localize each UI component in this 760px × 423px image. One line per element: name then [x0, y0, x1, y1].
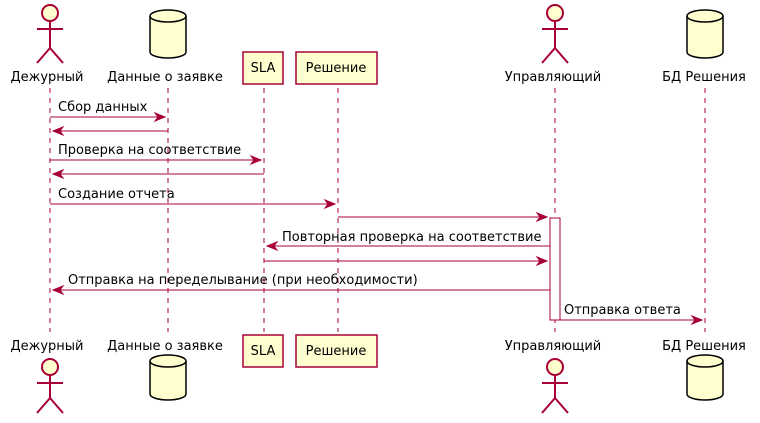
actor-leg-right — [49, 47, 64, 64]
arrowhead-icon — [249, 154, 263, 166]
message-3: Проверка на соответствие — [50, 143, 263, 166]
participant-box — [295, 334, 378, 368]
database-cylinder-rim — [686, 15, 724, 23]
participant-label-sol: Решение — [306, 61, 367, 76]
participant-label-mgr: Управляющий — [505, 339, 602, 354]
participant-box — [242, 51, 284, 85]
arrowhead-icon — [51, 125, 65, 137]
participant-sla-top: SLA — [242, 51, 284, 85]
database-req-top: Данные о заявке — [107, 9, 223, 85]
actor-mgr-top: Управляющий — [505, 4, 602, 85]
participant-sol-top: Решение — [295, 51, 378, 85]
actor-leg-left — [541, 397, 556, 414]
participant-label-db: БД Решения — [662, 70, 746, 85]
arrowhead-icon — [265, 240, 279, 252]
actor-leg-left — [36, 397, 51, 414]
participant-label-req: Данные о заявке — [107, 339, 223, 354]
participant-label-duty: Дежурный — [10, 70, 83, 85]
arrowhead-icon — [153, 111, 167, 123]
message-label: Повторная проверка на соответствие — [282, 230, 541, 245]
actor-head — [41, 4, 59, 22]
actor-head — [546, 358, 564, 376]
arrowhead-icon — [690, 314, 704, 326]
participant-sol-bottom: Решение — [295, 334, 378, 368]
database-cylinder — [686, 9, 724, 59]
message-8 — [264, 255, 549, 267]
message-4 — [51, 168, 264, 180]
arrowhead-icon — [535, 211, 549, 223]
database-cylinder — [149, 9, 187, 59]
actor-duty-bottom: Дежурный — [10, 339, 84, 414]
arrowhead-icon — [51, 284, 65, 296]
participant-sla-bottom: SLA — [242, 334, 284, 368]
message-label: Отправка ответа — [564, 303, 681, 318]
actor-leg-left — [541, 47, 556, 64]
participant-box — [242, 334, 284, 368]
actor-leg-left — [36, 47, 51, 64]
message-5: Создание отчета — [50, 187, 337, 210]
message-9: Отправка на переделывание (при необходим… — [51, 273, 550, 296]
arrowhead-icon — [535, 255, 549, 267]
participant-label-sla: SLA — [251, 61, 276, 76]
actor-head — [41, 358, 59, 376]
actor-duty-top: Дежурный — [10, 4, 84, 85]
database-db-top: БД Решения — [662, 9, 746, 85]
actor-leg-right — [49, 397, 64, 414]
database-db-bottom: БД Решения — [662, 339, 746, 401]
database-cylinder-rim — [149, 360, 187, 368]
message-label: Создание отчета — [58, 187, 175, 202]
database-cylinder — [149, 354, 187, 401]
participant-label-duty: Дежурный — [10, 339, 83, 354]
participant-label-req: Данные о заявке — [107, 70, 223, 85]
message-10: Отправка ответа — [560, 303, 704, 326]
actor-leg-right — [554, 397, 569, 414]
message-1: Сбор данных — [50, 100, 167, 123]
message-2 — [51, 125, 168, 137]
arrowhead-icon — [323, 198, 337, 210]
participant-label-mgr: Управляющий — [505, 70, 602, 85]
message-label: Проверка на соответствие — [58, 143, 241, 158]
database-req-bottom: Данные о заявке — [107, 339, 223, 401]
actor-mgr-bottom: Управляющий — [505, 339, 602, 414]
message-7: Повторная проверка на соответствие — [265, 230, 550, 252]
participant-label-db: БД Решения — [662, 339, 746, 354]
database-cylinder — [686, 354, 724, 401]
message-label: Сбор данных — [58, 100, 148, 115]
actor-head — [546, 4, 564, 22]
participant-box — [295, 51, 378, 85]
participant-label-sol: Решение — [306, 344, 367, 359]
message-label: Отправка на переделывание (при необходим… — [68, 273, 418, 288]
database-cylinder-rim — [149, 15, 187, 23]
database-cylinder-rim — [686, 360, 724, 368]
actor-leg-right — [554, 47, 569, 64]
arrowhead-icon — [51, 168, 65, 180]
message-6 — [338, 211, 549, 223]
activation-bar-mgr — [549, 217, 561, 321]
participant-label-sla: SLA — [251, 344, 276, 359]
